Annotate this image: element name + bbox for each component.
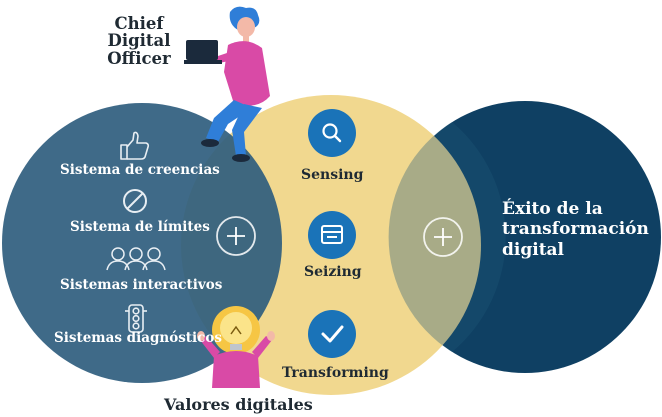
outcome-label: Éxito de la transformación digital <box>502 199 649 260</box>
plus-icon-left <box>216 216 256 256</box>
step-label-seizing: Seizing <box>304 264 362 280</box>
step-label-sensing: Sensing <box>301 167 364 183</box>
calendar-icon <box>308 211 356 259</box>
levers-of-control-circle <box>2 103 282 383</box>
valores-digitales-label: Valores digitales <box>164 395 313 414</box>
thumbs-up-icon <box>120 131 150 160</box>
check-icon <box>308 310 356 358</box>
step-label-transforming: Transforming <box>282 365 389 381</box>
prohibited-icon <box>123 189 147 213</box>
people-group-icon <box>106 247 166 271</box>
search-icon <box>308 109 356 157</box>
chief-digital-officer-figure <box>184 6 270 162</box>
chief-digital-officer-label: Chief Digital Officer <box>107 14 171 68</box>
lever-label-limites: Sistema de límites <box>70 219 210 235</box>
lever-label-diagnosticos: Sistemas diagnósticos <box>54 330 222 346</box>
lightbulb-figure <box>197 306 275 388</box>
plus-icon-right <box>423 217 463 257</box>
lever-label-creencias: Sistema de creencias <box>60 162 220 178</box>
traffic-light-icon <box>125 304 147 333</box>
lever-label-interactivos: Sistemas interactivos <box>60 277 223 293</box>
